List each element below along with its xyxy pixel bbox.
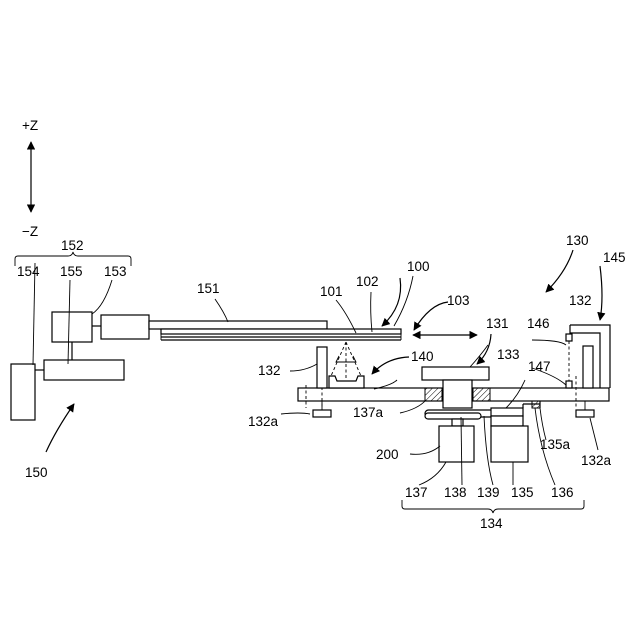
label-101: 101 [320,284,343,299]
box-153 [52,312,92,342]
axis-plus-z-label: +Z [22,118,38,133]
label-155: 155 [60,264,83,279]
label-150: 150 [25,465,48,480]
arrow-140 [372,357,409,374]
shaft-137a [443,380,472,408]
label-132a-right: 132a [581,453,612,468]
belt-drive [425,401,540,462]
label-145: 145 [603,250,626,265]
z-axis: +Z −Z [22,118,38,239]
pin-132-left [317,347,327,388]
label-135: 135 [511,485,534,500]
label-132-right: 132 [569,293,592,308]
arrow-103 [414,302,448,330]
motor-box [101,315,149,339]
pin-132-right [583,346,593,388]
box-154 [11,364,35,420]
foot-132a-right [576,410,594,417]
motor-135 [491,426,528,462]
arrow-150 [46,404,74,452]
label-137a: 137a [353,405,384,420]
label-151: 151 [197,281,220,296]
label-200: 200 [376,447,399,462]
label-146: 146 [527,316,550,331]
label-140: 140 [411,349,434,364]
label-135a: 135a [540,437,571,452]
label-154: 154 [17,264,40,279]
label-139: 139 [477,485,500,500]
arrow-131 [477,334,491,364]
arrow-130 [546,250,573,292]
label-152: 152 [61,238,84,253]
foot-132a-left [313,410,331,417]
motor-137 [439,426,474,462]
bearing-left [425,388,442,401]
label-100: 100 [407,259,430,274]
label-103: 103 [447,293,470,308]
label-133: 133 [497,347,520,362]
bearing-right [473,388,490,401]
axis-minus-z-label: −Z [22,224,38,239]
rotary-head-131 [422,367,489,380]
arrow-145 [600,266,602,320]
label-134: 134 [480,516,503,531]
sensor-140 [329,376,364,388]
sensor-147 [566,381,572,388]
label-138: 138 [444,485,467,500]
label-132a-left: 132a [248,414,279,429]
sensor-146 [566,334,572,341]
label-147: 147 [528,359,551,374]
substrate-100 [161,329,401,340]
label-153: 153 [104,264,127,279]
label-137: 137 [405,485,428,500]
arm-151 [149,321,327,329]
label-136: 136 [551,485,574,500]
label-102: 102 [356,274,379,289]
label-132-left: 132 [258,363,281,378]
brace-134 [402,500,584,513]
label-130: 130 [566,233,589,248]
box-155-base [44,360,124,380]
label-131: 131 [486,316,509,331]
